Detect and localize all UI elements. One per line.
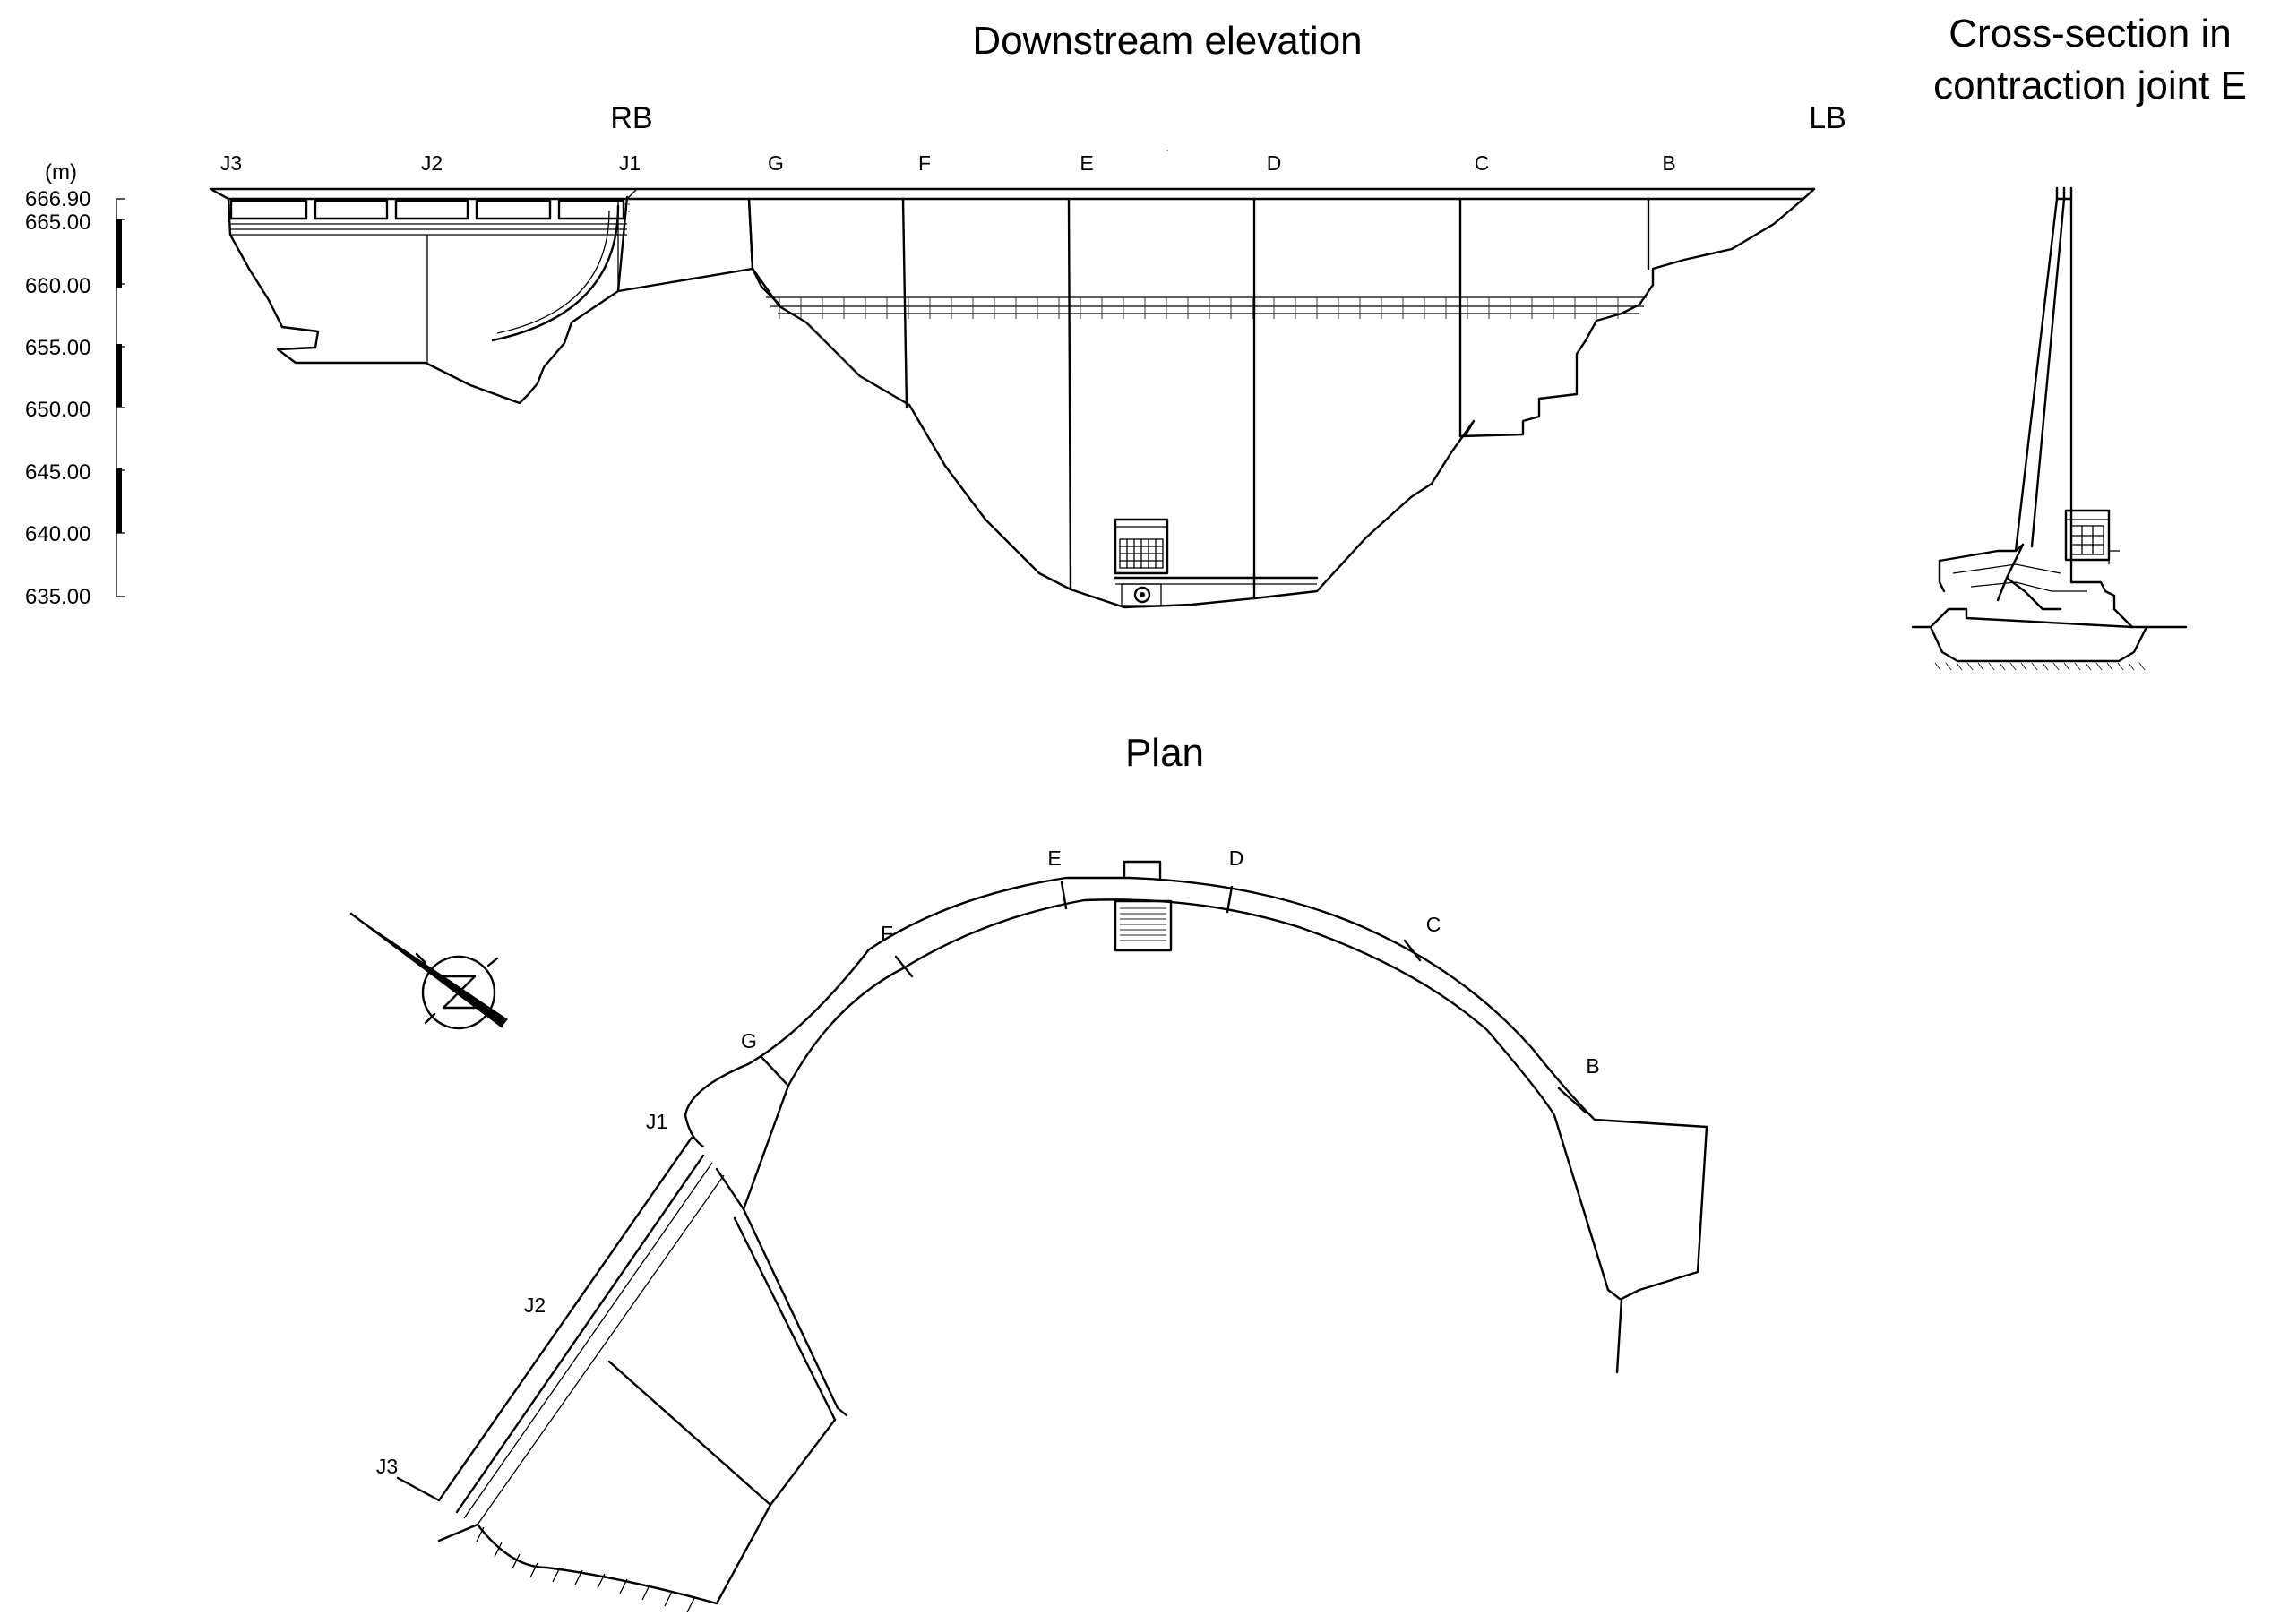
elev-joint-j2: J2: [421, 151, 443, 175]
plan-joint-e: E: [1047, 846, 1061, 870]
drawing-stroke: [2095, 662, 2103, 671]
plan-rock-hatch: [476, 1526, 695, 1613]
scale-tick-650: 650.00: [25, 398, 90, 422]
drawing-stroke: [619, 1578, 628, 1594]
plan-joint-j3: J3: [376, 1455, 398, 1478]
plan-arch-extrados: [746, 876, 1708, 1374]
drawing-stroke: [686, 1597, 695, 1613]
drawing-stroke: [2128, 662, 2135, 671]
plan-spillway-channel: [437, 1136, 705, 1514]
scale-unit-label: (m): [45, 160, 77, 185]
drawing-stroke: [512, 1553, 521, 1569]
scale-tick-665: 665.00: [25, 211, 90, 235]
drawing-stroke: [1977, 662, 1984, 671]
cross-section-rock-hatch: [1934, 662, 2146, 671]
drawing-stroke: [529, 1562, 538, 1578]
left-bank-label: LB: [1809, 101, 1846, 135]
plan-joint-labels: E D F C G B J1 J2 J3: [376, 846, 1600, 1478]
plan-drawing: [396, 860, 1708, 1613]
plan-joint-f: F: [881, 922, 893, 945]
plan-arch-intrados: [787, 898, 1622, 1301]
elevation-title: Downstream elevation: [972, 19, 1362, 63]
drawing-stroke: [597, 1573, 606, 1589]
scale-tick-655: 655.00: [25, 336, 90, 360]
drawing-stroke: [2031, 662, 2038, 671]
drawing-stroke: [2106, 662, 2113, 671]
elevation-joint-labels: J3 J2 J1 G F E D C B: [220, 151, 1676, 175]
drawing-stroke: [2117, 662, 2124, 671]
elev-joint-e: E: [1080, 151, 1093, 175]
drawing-stroke: [2085, 662, 2092, 671]
elev-spillway-block: [227, 195, 629, 405]
drawing-stroke: [2020, 662, 2027, 671]
drawing-stroke: [476, 1526, 485, 1542]
drawing-stroke: [1945, 662, 1952, 671]
elev-joint-j1: J1: [619, 151, 641, 175]
section-title-line2: contraction joint E: [1933, 64, 2247, 107]
plan-joint-d: D: [1229, 846, 1244, 870]
drawing-stroke: [574, 1569, 583, 1585]
plan-joint-b: B: [1586, 1054, 1599, 1078]
section-title-line1: Cross-section in: [1949, 12, 2231, 56]
drawing-stroke: [641, 1585, 650, 1601]
north-arrow-icon: [349, 912, 508, 1030]
bottom-outlet-tower: [1114, 518, 1319, 606]
plan-joint-c: C: [1426, 913, 1441, 936]
elevation-scale-bar: (m) 666.90 665.00 660.00 655.00 650.00 6…: [25, 160, 125, 609]
elev-joint-c: C: [1475, 151, 1490, 175]
plan-title: Plan: [1125, 731, 1204, 775]
drawing-stroke: [2138, 662, 2146, 671]
drawing-stroke: [1956, 662, 1963, 671]
scale-tick-635: 635.00: [25, 585, 90, 609]
scale-tick-660: 660.00: [25, 274, 90, 298]
elev-joint-f: F: [918, 151, 931, 175]
drawing-stroke: [664, 1591, 673, 1607]
elev-joint-b: B: [1662, 151, 1675, 175]
downstream-elevation-drawing: [209, 150, 1816, 609]
plan-joint-j2: J2: [524, 1293, 546, 1317]
scale-tick-645: 645.00: [25, 460, 90, 485]
scale-tick-640: 640.00: [25, 522, 90, 546]
plan-tower-lines: [1120, 907, 1166, 941]
drawing-stroke: [1988, 662, 1995, 671]
drawing-stroke: [2052, 662, 2060, 671]
right-bank-label: RB: [610, 101, 652, 135]
drawing-stroke: [2074, 662, 2081, 671]
drawing-stroke: [2009, 662, 2017, 671]
drawing-stroke: [1966, 662, 1974, 671]
drawing-stroke: [1934, 662, 1941, 671]
elev-joint-j3: J3: [220, 151, 242, 175]
scale-tick-666: 666.90: [25, 187, 90, 211]
drawing-stroke: [2063, 662, 2070, 671]
drawing-stroke: [1999, 662, 2006, 671]
walkway-posts: [779, 297, 1619, 319]
plan-joint-g: G: [741, 1029, 757, 1053]
drawing-stroke: [494, 1542, 503, 1558]
drawing-stroke: [2042, 662, 2049, 671]
cross-section-drawing: [1911, 186, 2188, 671]
elev-joint-g: G: [768, 151, 784, 175]
plan-joint-j1: J1: [646, 1110, 667, 1133]
drawing-stroke: [552, 1567, 561, 1583]
elev-joint-d: D: [1267, 151, 1282, 175]
